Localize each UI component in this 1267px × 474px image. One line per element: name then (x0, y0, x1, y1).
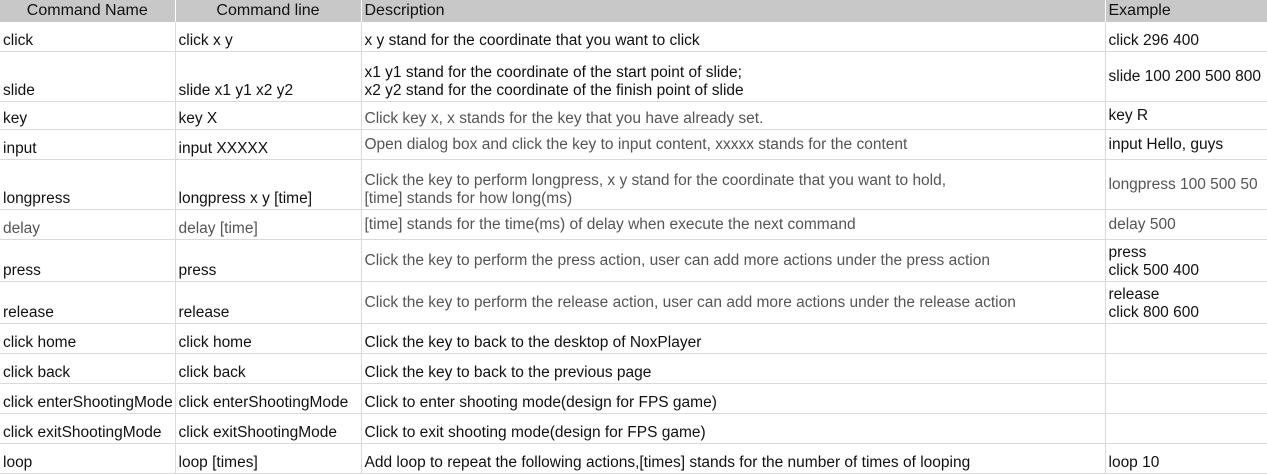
table-row: input input XXXXX Open dialog box and cl… (0, 129, 1267, 160)
example-cell: longpress 100 500 50 (1105, 159, 1267, 210)
table-row: key key X Click key x, x stands for the … (0, 101, 1267, 130)
table-row: click click x y x y stand for the coordi… (0, 22, 1267, 52)
example-line: click 800 600 (1108, 304, 1199, 321)
example-cell: release click 800 600 (1105, 281, 1267, 324)
command-name-cell: key (0, 101, 176, 130)
example-line: press (1108, 244, 1147, 261)
table-row: click exitShootingMode click exitShootin… (0, 413, 1267, 444)
command-line-cell: click home (175, 323, 362, 354)
command-name-cell: click home (0, 323, 176, 354)
command-name-cell: click back (0, 353, 176, 384)
description-line: Click the key to perform longpress, x y … (364, 172, 947, 189)
description-cell: Click the key to perform the release act… (361, 281, 1106, 324)
header-description: Description (361, 0, 1106, 22)
command-name-cell: slide (0, 51, 176, 102)
command-line-cell: click x y (175, 22, 362, 52)
command-line-cell: press (175, 239, 362, 282)
header-row: Command Name Command line Description Ex… (0, 0, 1267, 22)
command-name-cell: input (0, 129, 176, 160)
description-cell: x y stand for the coordinate that you wa… (361, 22, 1106, 52)
example-cell: press click 500 400 (1105, 239, 1267, 282)
command-line-cell: key X (175, 101, 362, 130)
command-line-cell: longpress x y [time] (175, 159, 362, 210)
header-command-line: Command line (175, 0, 362, 22)
example-line: release (1108, 286, 1160, 303)
command-line-cell: input XXXXX (175, 129, 362, 160)
example-cell: input Hello, guys (1105, 129, 1267, 160)
example-cell: click 296 400 (1105, 22, 1267, 52)
example-cell: delay 500 (1105, 209, 1267, 240)
command-line-cell: slide x1 y1 x2 y2 (175, 51, 362, 102)
command-line-cell: delay [time] (175, 209, 362, 240)
table-row: slide slide x1 y1 x2 y2 x1 y1 stand for … (0, 51, 1267, 102)
table-row: longpress longpress x y [time] Click the… (0, 159, 1267, 210)
command-line-cell: click enterShootingMode (175, 383, 362, 414)
command-name-cell: click enterShootingMode (0, 383, 176, 414)
example-cell (1105, 413, 1267, 444)
table-row: click back click back Click the key to b… (0, 353, 1267, 384)
example-cell: slide 100 200 500 800 (1105, 51, 1267, 102)
example-cell: key R (1105, 101, 1267, 130)
description-cell: Click to exit shooting mode(design for F… (361, 413, 1106, 444)
description-cell: Click to enter shooting mode(design for … (361, 383, 1106, 414)
description-cell: Add loop to repeat the following actions… (361, 443, 1106, 474)
description-cell: [time] stands for the time(ms) of delay … (361, 209, 1106, 240)
command-line-cell: click back (175, 353, 362, 384)
header-command-name: Command Name (0, 0, 176, 22)
example-cell (1105, 323, 1267, 354)
command-name-cell: release (0, 281, 176, 324)
description-cell: Click the key to perform the press actio… (361, 239, 1106, 282)
example-cell (1105, 383, 1267, 414)
table-row: click enterShootingMode click enterShoot… (0, 383, 1267, 414)
command-name-cell: click (0, 22, 176, 52)
description-cell: Click the key to back to the desktop of … (361, 323, 1106, 354)
table-row: release release Click the key to perform… (0, 281, 1267, 324)
command-line-cell: loop [times] (175, 443, 362, 474)
table-row: delay delay [time] [time] stands for the… (0, 209, 1267, 240)
description-line: [time] stands for how long(ms) (364, 190, 573, 207)
command-name-cell: longpress (0, 159, 176, 210)
description-cell: Click the key to perform longpress, x y … (361, 159, 1106, 210)
description-cell: Open dialog box and click the key to inp… (361, 129, 1106, 160)
example-cell (1105, 353, 1267, 384)
command-name-cell: loop (0, 443, 176, 474)
command-name-cell: press (0, 239, 176, 282)
table-row: press press Click the key to perform the… (0, 239, 1267, 282)
description-cell: Click the key to back to the previous pa… (361, 353, 1106, 384)
header-example: Example (1105, 0, 1267, 22)
table-row: loop loop [times] Add loop to repeat the… (0, 443, 1267, 474)
command-name-cell: delay (0, 209, 176, 240)
description-line: x2 y2 stand for the coordinate of the fi… (364, 82, 744, 99)
example-cell: loop 10 (1105, 443, 1267, 474)
description-line: x1 y1 stand for the coordinate of the st… (364, 64, 742, 81)
description-cell: Click key x, x stands for the key that y… (361, 101, 1106, 130)
example-line: click 500 400 (1108, 262, 1199, 279)
description-cell: x1 y1 stand for the coordinate of the st… (361, 51, 1106, 102)
command-line-cell: release (175, 281, 362, 324)
command-line-cell: click exitShootingMode (175, 413, 362, 444)
table-row: click home click home Click the key to b… (0, 323, 1267, 354)
command-name-cell: click exitShootingMode (0, 413, 176, 444)
